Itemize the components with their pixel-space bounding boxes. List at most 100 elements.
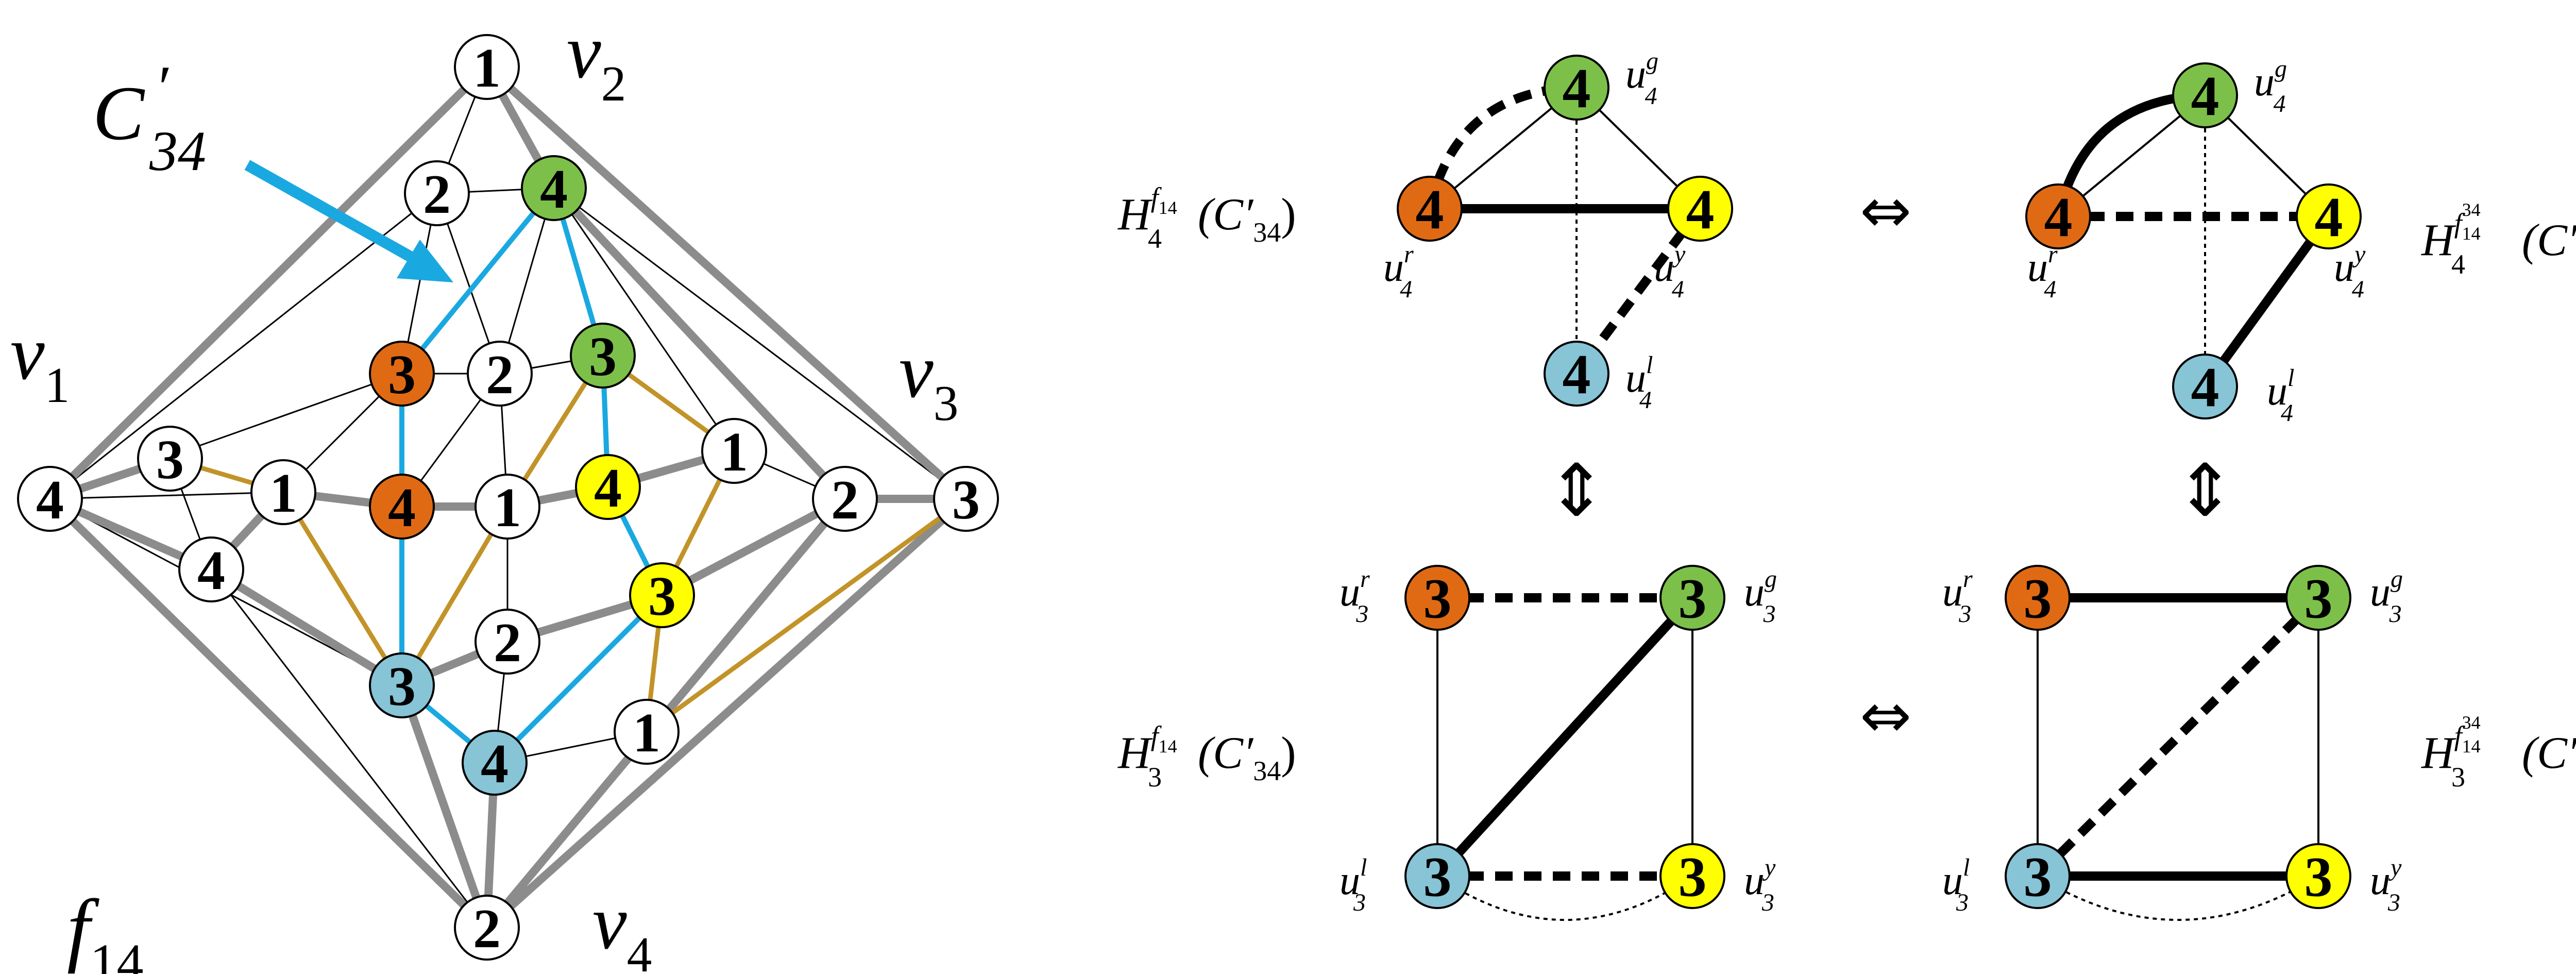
node-circle: [454, 34, 520, 100]
node-circle: [137, 426, 203, 492]
graph-edge-gray: [551, 185, 848, 502]
node-number: 4: [2044, 186, 2073, 249]
node-circle: [1659, 565, 1725, 631]
node-circle: [812, 466, 878, 532]
graph-node-v2: 1: [454, 34, 520, 100]
node-circle: [1404, 565, 1470, 631]
panel-node-y: 3: [2285, 843, 2351, 909]
panel-node-y: 3: [1659, 843, 1725, 909]
node-number: 3: [589, 326, 617, 388]
vertex-label-v1: v1: [10, 310, 70, 413]
graph-edge: [49, 491, 284, 500]
graph-node-b: 3: [137, 426, 203, 492]
node-number: 4: [594, 458, 622, 519]
pointer-arrow-head: [397, 240, 453, 282]
panel-edge: [1434, 594, 1696, 880]
graph-edge-gold: [400, 505, 510, 687]
panel-edge: [2201, 213, 2333, 390]
panel-edge-dashed: [2034, 594, 2322, 880]
panel-node-l: 4: [1544, 341, 1609, 407]
node-circle: [1404, 843, 1470, 909]
panel-node-g: 4: [2172, 62, 2238, 128]
graph-edge-gray: [398, 684, 491, 929]
node-number: 1: [494, 477, 521, 539]
cycle-label: C: [93, 71, 145, 156]
panel-node-y: 4: [1667, 176, 1733, 242]
graph-edge-gold: [645, 497, 968, 734]
node-circle: [474, 474, 540, 540]
node-circle: [2172, 62, 2238, 128]
node-circle: [1544, 55, 1609, 121]
graph-edge-gray: [660, 495, 847, 599]
graph-node-c: 2: [467, 341, 533, 407]
graph-node-y1: 4: [575, 454, 641, 520]
graph-node-o2: 4: [369, 474, 435, 540]
equivalence-arrow-right: ⇕: [2175, 449, 2235, 533]
vertex-label-v4: v4: [592, 880, 652, 974]
node-number: 3: [388, 344, 416, 406]
graph-node-g: 2: [812, 466, 878, 532]
node-number: 3: [388, 656, 416, 717]
panel-node-r: 4: [2025, 183, 2091, 249]
node-number: 4: [1686, 178, 1715, 241]
panel-node-r: 3: [2005, 565, 2071, 631]
node-circle: [2025, 183, 2091, 249]
graph-edge-gray: [484, 496, 969, 931]
node-number: 3: [2024, 567, 2052, 630]
node-number: 4: [2191, 65, 2219, 128]
panel-node-l: 3: [2005, 843, 2071, 909]
node-circle: [462, 730, 528, 796]
panel-node-l: 4: [2172, 354, 2238, 419]
node-number: 3: [952, 469, 980, 531]
node-number: 4: [2191, 356, 2219, 419]
graph-edge-gray: [47, 496, 490, 931]
graph-node-v3: 3: [933, 466, 999, 532]
panel-edge-dotted-arc: [2037, 875, 2319, 921]
node-number: 3: [1679, 567, 1707, 630]
panel-node-g: 4: [1544, 55, 1609, 121]
vertex-label-v2: v2: [567, 9, 626, 112]
node-number: 3: [648, 566, 676, 627]
cycle-label-prime: ′: [155, 53, 169, 122]
graph-node-lb1: 3: [369, 652, 435, 718]
node-circle: [250, 459, 316, 525]
node-circle: [369, 341, 435, 407]
graph-node-v4: 2: [454, 895, 520, 961]
cycle-edge-cyan: [493, 593, 664, 765]
node-circle: [2296, 183, 2362, 249]
graph-edge: [553, 188, 735, 451]
panel-node-g: 3: [2285, 565, 2351, 631]
node-circle: [2005, 843, 2071, 909]
node-circle: [2285, 843, 2351, 909]
node-circle: [1659, 843, 1725, 909]
node-circle: [2005, 565, 2071, 631]
node-circle: [369, 474, 435, 540]
node-number: 2: [486, 344, 514, 406]
node-number: 3: [2304, 567, 2333, 630]
node-number: 4: [1416, 178, 1444, 241]
graph-node-lb2: 4: [462, 730, 528, 796]
node-circle: [701, 418, 767, 484]
node-circle: [1667, 176, 1733, 242]
node-circle: [369, 652, 435, 718]
node-circle: [1544, 341, 1609, 407]
node-circle: [404, 160, 470, 226]
graph-node-v1: 4: [17, 466, 83, 532]
node-circle: [521, 155, 587, 221]
cycle-edge-cyan: [400, 186, 556, 376]
graph-node-o1: 3: [369, 341, 435, 407]
